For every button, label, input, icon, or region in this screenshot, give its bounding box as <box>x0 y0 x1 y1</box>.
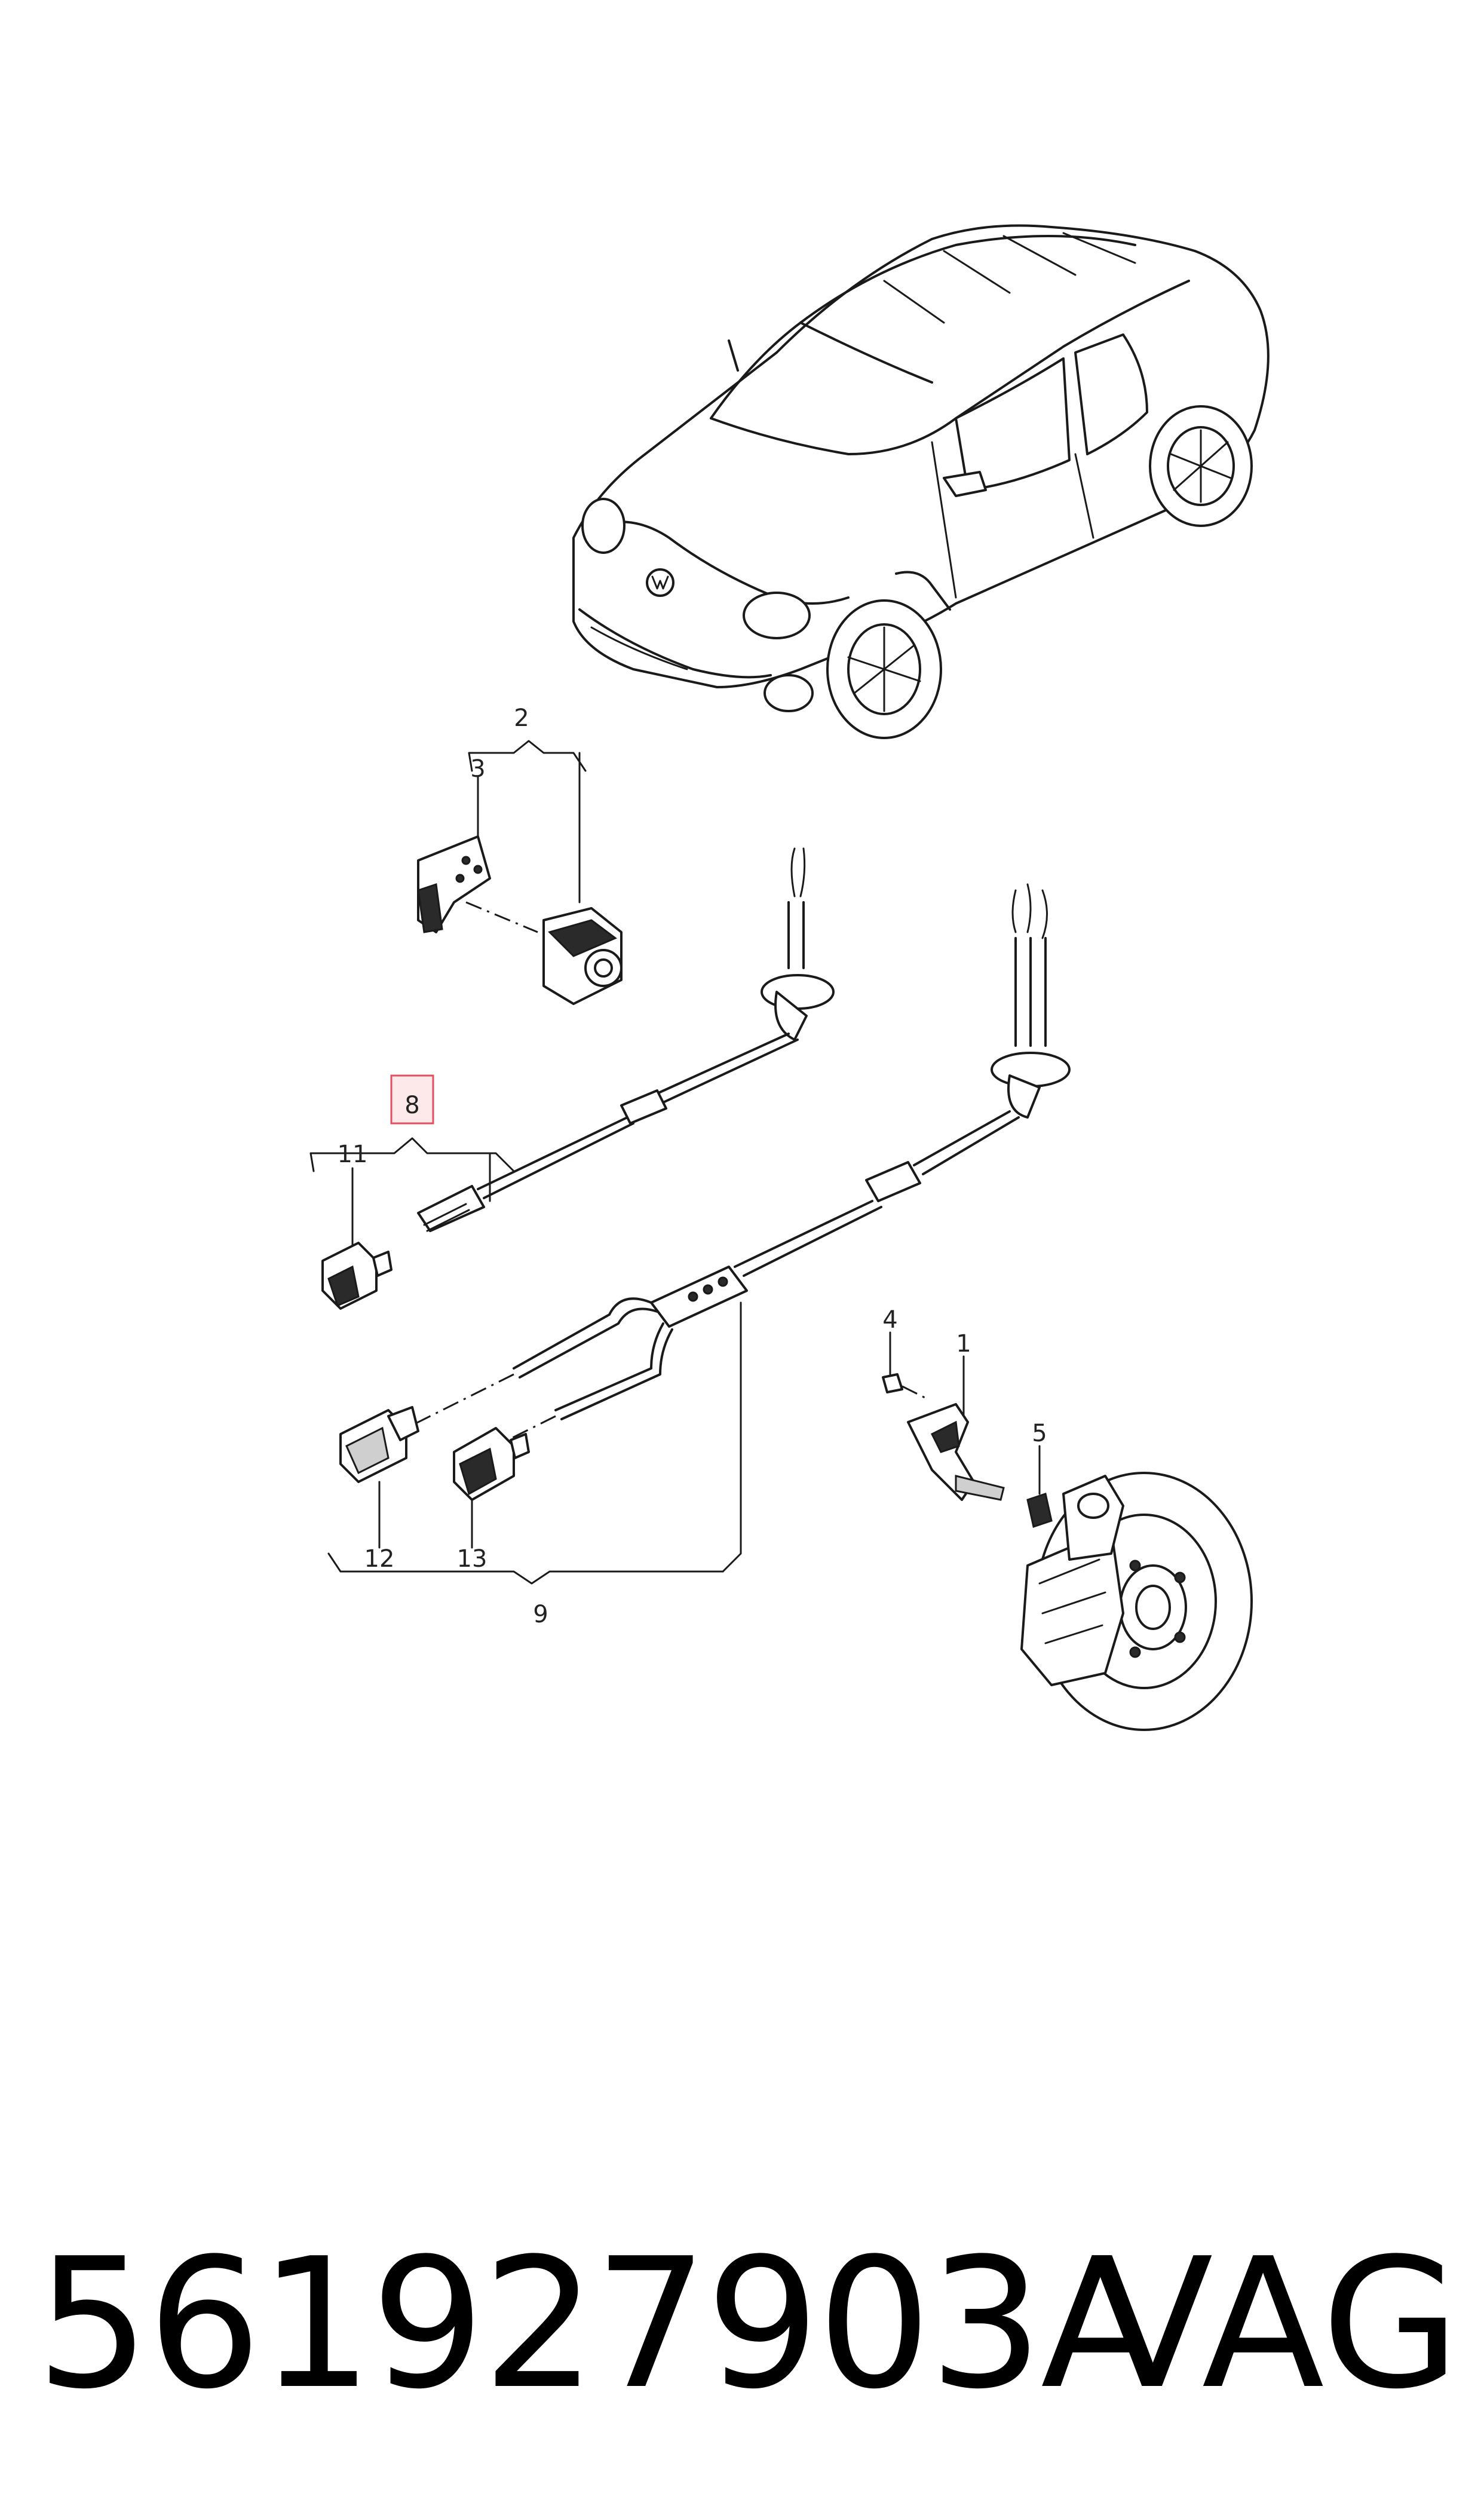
brake-disc-assembly <box>1020 1472 1253 1731</box>
clip-part-5 <box>1026 1445 1053 1528</box>
callout-12: 12 <box>364 1545 395 1573</box>
connector-part-12 <box>339 1406 419 1549</box>
bolt-part-4 <box>882 1331 927 1399</box>
callout-13: 13 <box>457 1545 487 1573</box>
callout-4: 4 <box>882 1306 897 1334</box>
brand-label: VAG <box>1090 2220 1460 2428</box>
callout-9: 9 <box>533 1601 548 1628</box>
sensor-cable-part-9 <box>327 883 1071 1585</box>
part-number: 561927903A <box>36 2220 1163 2428</box>
wheel-speed-sensor-part-1 <box>907 1355 1005 1501</box>
callout-11: 11 <box>338 1141 368 1168</box>
bracket-part-3 <box>417 835 491 933</box>
callout-8: 8 <box>404 1092 419 1119</box>
car-illustration <box>572 224 1270 739</box>
abs-unit-part-2 <box>542 907 623 1005</box>
abs-control-unit-group <box>417 740 623 1005</box>
callout-5: 5 <box>1032 1420 1047 1447</box>
connector-part-11 <box>321 1167 393 1310</box>
callout-3: 3 <box>470 755 485 783</box>
connector-part-13 <box>453 1427 530 1549</box>
speed-sensor-cable-part-8 <box>309 847 835 1232</box>
selected-callout-box <box>390 1074 434 1125</box>
callout-1: 1 <box>956 1330 971 1358</box>
callout-2: 2 <box>514 704 529 732</box>
